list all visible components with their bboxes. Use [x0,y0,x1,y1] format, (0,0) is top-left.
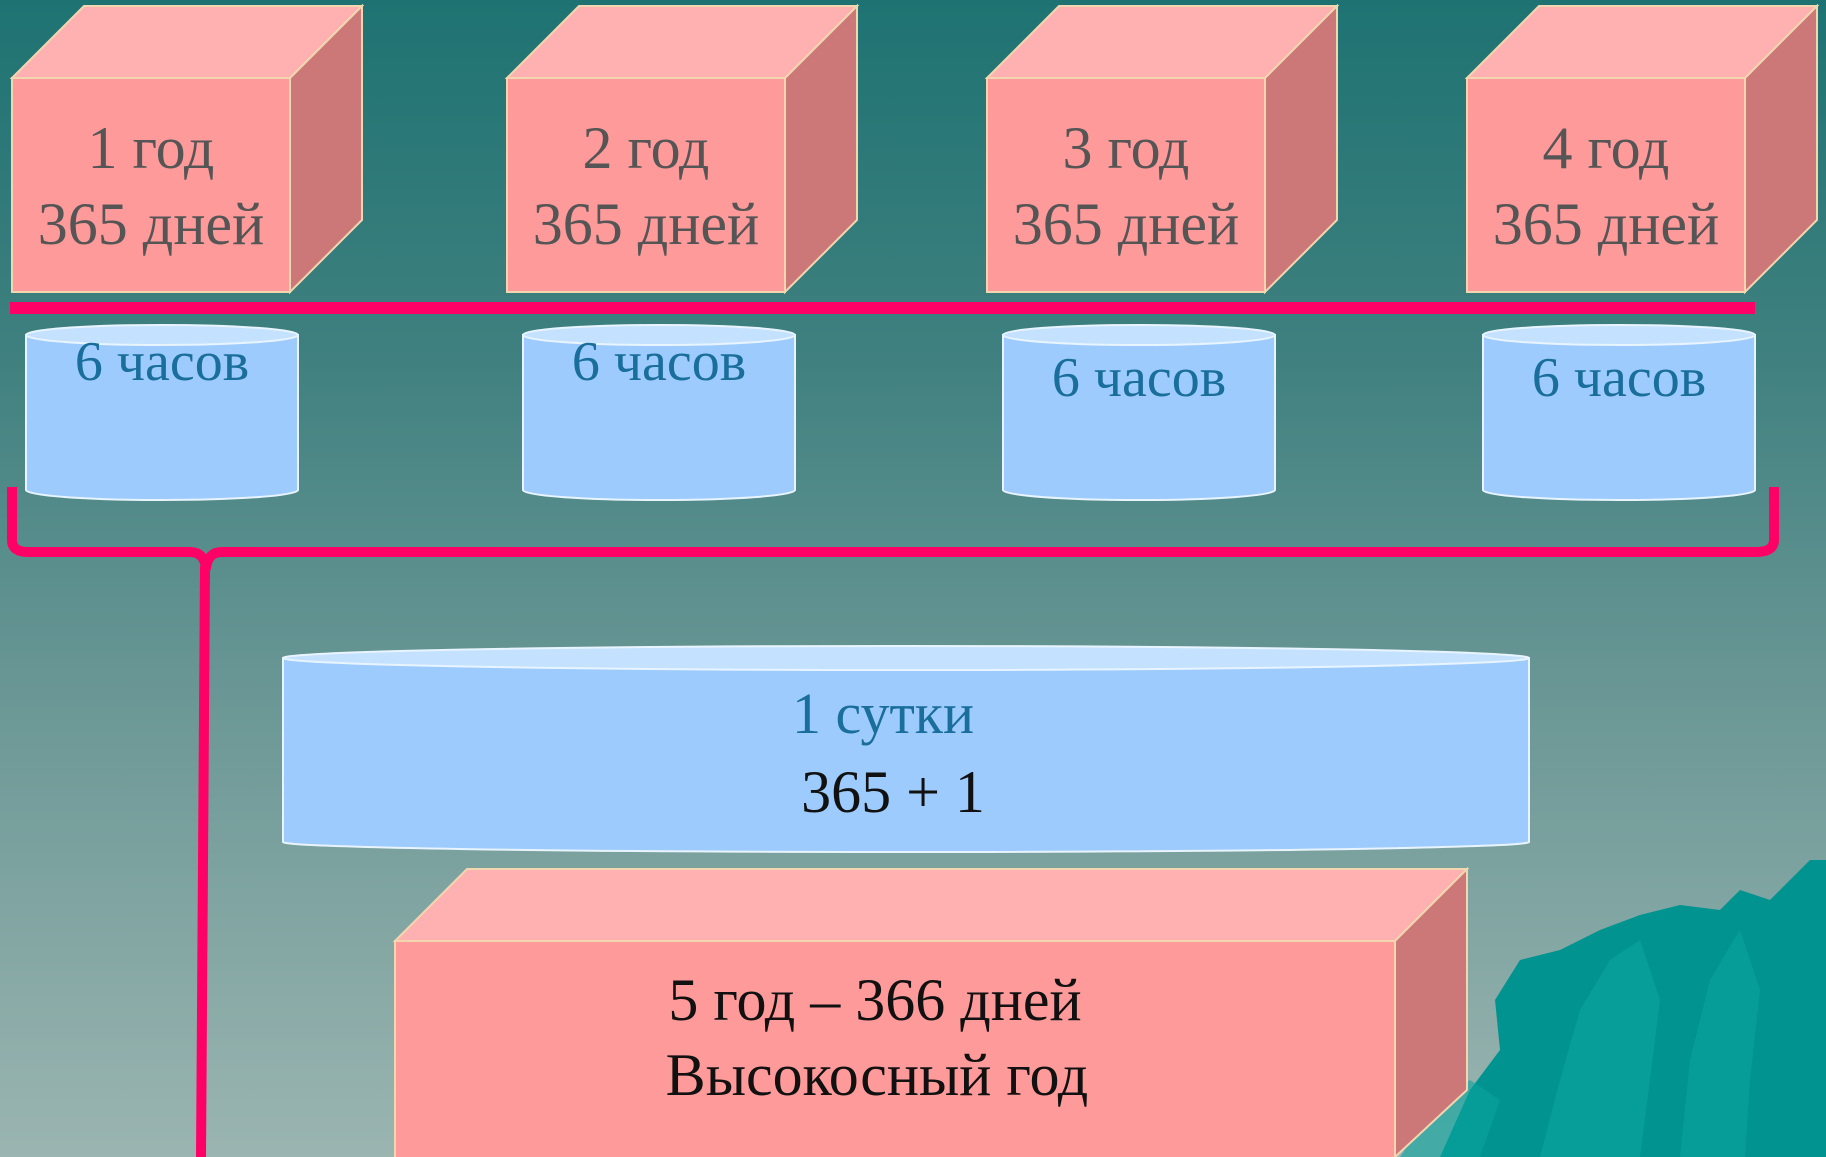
hours-cylinder-1-label: 6 часов [74,331,250,393]
year-cube-2-year: 2 год [582,115,710,181]
year-cube-2-label: 2 год 365 дней [507,118,785,254]
water-decoration [1400,860,1826,1157]
year-cube-3-year: 3 год [1062,115,1190,181]
hours-cylinder-4 [1482,324,1756,501]
hours-cylinder-3-label: 6 часов [1051,347,1227,409]
day-cylinder [282,645,1530,853]
day-cylinder-title: 1 сутки [791,681,975,746]
hours-cylinder-2-label: 6 часов [571,331,747,393]
year-cube-1 [9,3,365,295]
hours-cylinder-1 [25,324,299,501]
year-cube-2-days: 365 дней [532,191,760,257]
year-cube-3-label: 3 год 365 дней [987,118,1265,254]
bracket-stem [196,565,210,1157]
leap-box-line2: Высокосный год [665,1042,1089,1108]
leap-year-box [392,866,1470,1157]
leap-box-line1: 5 год – 366 дней [668,967,1082,1033]
hours-cylinder-4-label: 6 часов [1531,347,1707,409]
year-cube-2 [504,3,860,295]
hours-cylinder-2 [522,324,796,501]
grouping-bracket [7,487,1779,573]
hours-cylinder-3 [1002,324,1276,501]
year-cube-3 [984,3,1340,295]
year-cube-1-year: 1 год [87,115,215,181]
year-cube-4 [1464,3,1820,295]
year-cube-3-days: 365 дней [1012,191,1240,257]
day-cylinder-formula: 365 + 1 [801,759,985,825]
year-cube-4-label: 4 год 365 дней [1467,118,1745,254]
year-cube-4-days: 365 дней [1492,191,1720,257]
year-cube-1-label: 1 год 365 дней [12,118,290,254]
year-cube-4-year: 4 год [1542,115,1670,181]
year-cube-1-days: 365 дней [37,191,265,257]
